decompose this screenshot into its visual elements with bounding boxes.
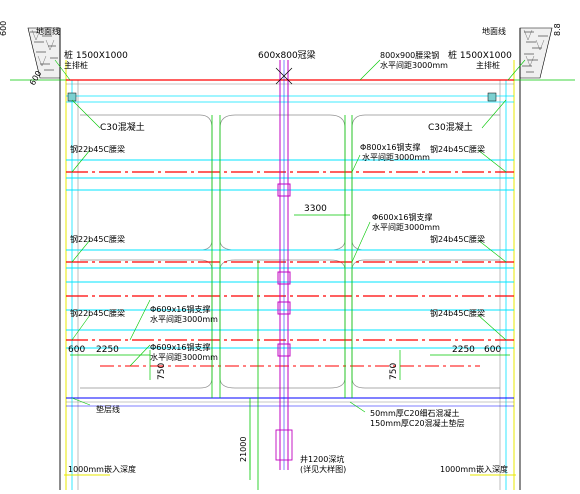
- dimension-lines: [70, 214, 510, 470]
- left-wall: [59, 28, 79, 490]
- left-strut-3: Φ609x16钢支撑: [150, 304, 210, 314]
- bottom-right-embed: 1000mm嵌入深度: [440, 464, 508, 474]
- left-strut-4-sub: 水平间距3000mm: [150, 352, 218, 362]
- center-strut-1: Φ800x16钢支撑: [360, 142, 420, 152]
- bottom-left-embed: 1000mm嵌入深度: [68, 464, 136, 474]
- center-strut-2: Φ600x16钢支撑: [372, 212, 432, 222]
- top-left-pile: 桩 1500X1000: [64, 49, 128, 61]
- c30-right: C30混凝土: [428, 121, 473, 133]
- center-strut-2-sub: 水平间距3000mm: [372, 222, 440, 232]
- top-right-soil: 地面线: [482, 26, 506, 36]
- well-label-sub: (详见大样图): [300, 464, 346, 474]
- dim-2250-right: 2250: [452, 345, 475, 355]
- dim-750-right: 750: [389, 363, 399, 380]
- interior-columns: [211, 115, 353, 490]
- bottom-left-label: 垫层线: [96, 404, 120, 414]
- right-wall: [499, 28, 521, 490]
- left-strut-4: Φ609x16钢支撑: [150, 342, 210, 352]
- top-center-beam: 600x800冠梁: [258, 49, 316, 61]
- crown-beam: [66, 79, 514, 103]
- top-left-soil: 地面线: [36, 26, 60, 36]
- left-brace-3: 钢22b45C腰梁: [70, 308, 125, 318]
- top-left-dim: 600: [0, 21, 8, 36]
- left-brace-1: 钢22b45C腰梁: [70, 144, 125, 154]
- dim-750-left: 750: [157, 363, 167, 380]
- left-brace-2: 钢22b45C腰梁: [70, 234, 125, 244]
- c30-left: C30混凝土: [100, 121, 145, 133]
- top-left-pile-sub: 主排桩: [64, 60, 88, 70]
- right-brace-3: 钢24b45C腰梁: [430, 308, 485, 318]
- well-label: 井1200深坑: [300, 454, 344, 464]
- dim-600-left: 600: [68, 345, 85, 355]
- base-slab: [66, 397, 514, 407]
- left-strut-3-sub: 水平间距3000mm: [150, 314, 218, 324]
- top-right-beam: 800x900腰梁钢: [380, 50, 439, 60]
- center-king-post: [275, 60, 293, 470]
- center-strut-1-sub: 水平间距3000mm: [362, 152, 430, 162]
- dim-3300: 3300: [304, 204, 327, 214]
- top-right-dims: 8.8: [553, 23, 562, 36]
- top-right-pile-sub: 主排桩: [476, 60, 500, 70]
- right-brace-2: 钢24b45C腰梁: [430, 234, 485, 244]
- bottom-right-note-1: 50mm厚C20细石混凝土: [370, 408, 460, 418]
- leader-lines: [54, 59, 526, 413]
- dim-2250-left: 2250: [96, 345, 119, 355]
- top-right-beam-sub: 水平间距3000mm: [380, 60, 448, 70]
- dim-21000: 21000: [239, 437, 248, 462]
- top-right-pile: 桩 1500X1000: [448, 49, 512, 61]
- bottom-right-note-2: 150mm厚C20混凝土垫层: [370, 418, 465, 428]
- dim-600-right: 600: [484, 345, 501, 355]
- right-brace-1: 钢24b45C腰梁: [430, 144, 485, 154]
